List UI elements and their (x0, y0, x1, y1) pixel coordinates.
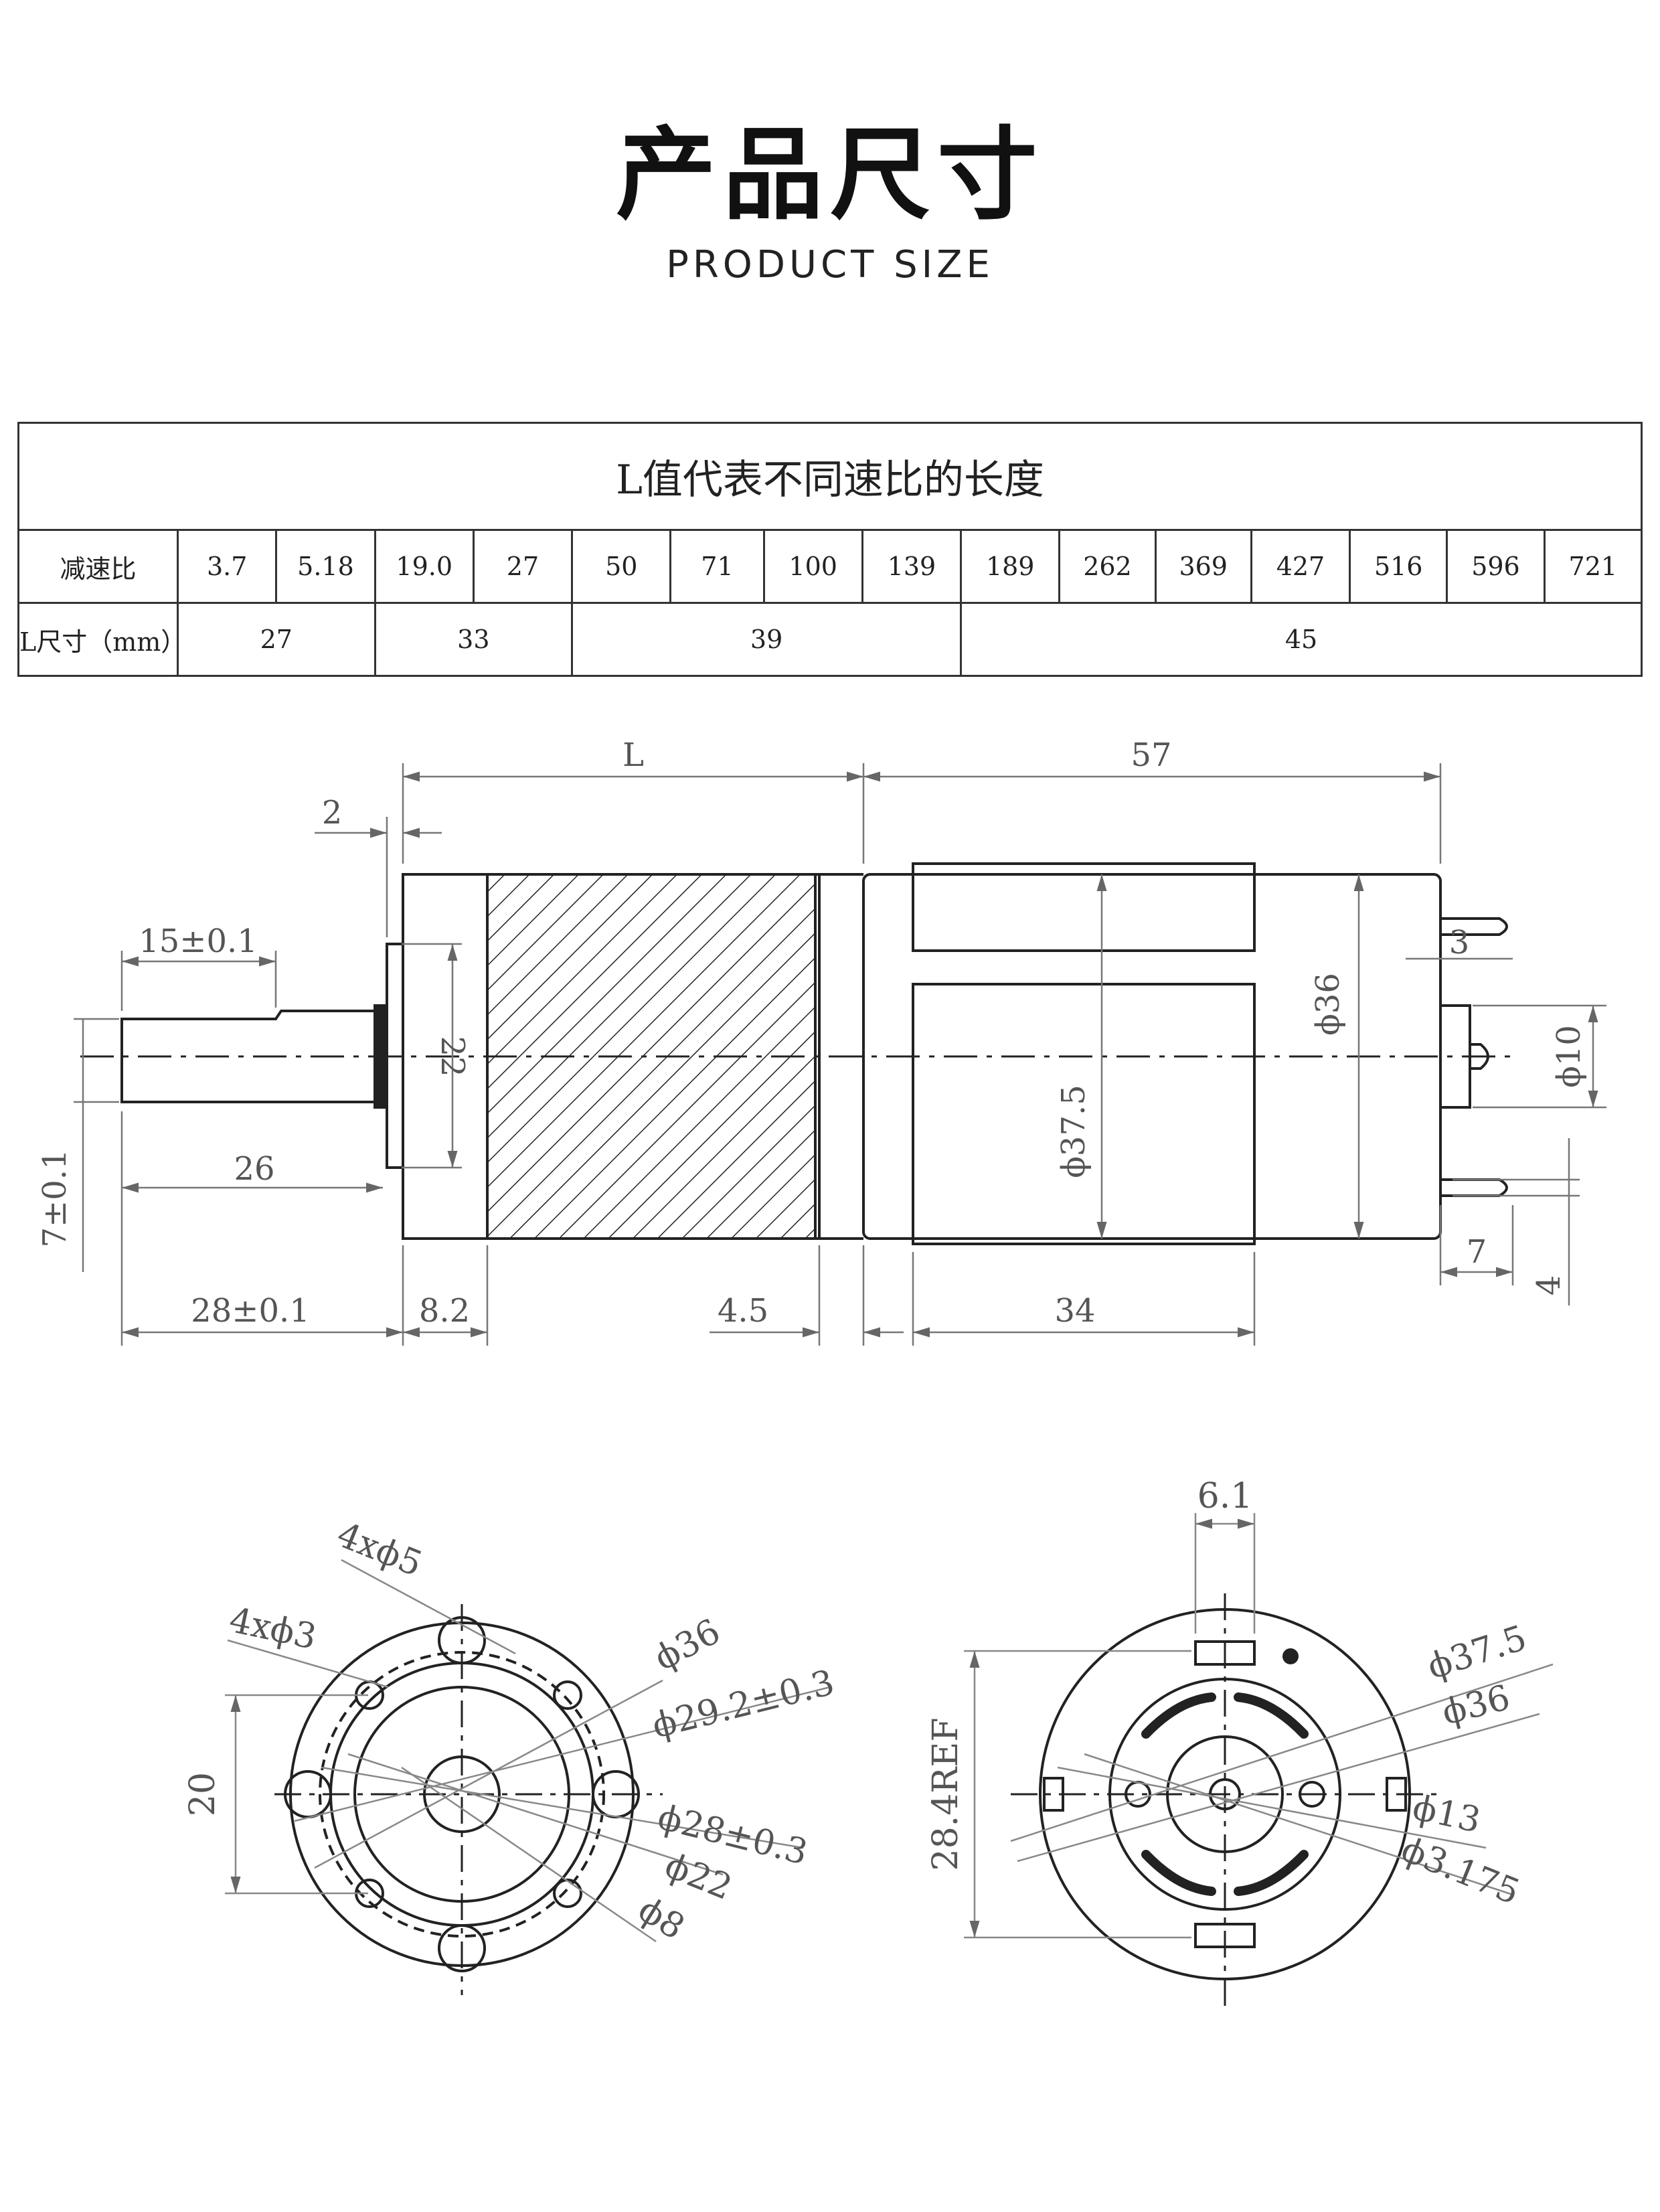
mount-hole (438, 1924, 486, 1972)
mount-hole (438, 1616, 486, 1664)
length-cell: 45 (960, 602, 1643, 677)
rear-dimensions (964, 1513, 1554, 1939)
ratio-cell: 189 (960, 529, 1061, 604)
dim-34: 34 (1054, 1292, 1095, 1330)
ratio-label: 减速比 (17, 529, 179, 604)
polarity-dot (1282, 1648, 1299, 1664)
dim-22: 22 (434, 1036, 471, 1077)
label-4x5: 4xϕ5 (331, 1514, 428, 1585)
dim-36: ϕ36 (1309, 973, 1347, 1036)
ratio-cell: 19.0 (374, 529, 475, 604)
dim-2: 2 (322, 794, 343, 832)
front-dimensions (225, 1559, 831, 1943)
ratio-cell: 427 (1250, 529, 1351, 604)
length-label: L尺寸（mm） (17, 602, 186, 677)
dim-26: 26 (234, 1150, 274, 1188)
dim-8-2: 8.2 (419, 1292, 470, 1330)
dim-57: 57 (1131, 736, 1171, 774)
terminal-tab-bottom (1194, 1923, 1256, 1948)
side-labels: L 57 2 15±0.1 22 26 7±0.1 28±0.1 8.2 4.5… (36, 736, 1588, 1330)
motor-shaft (1209, 1778, 1241, 1810)
motor-magnet-bottom (912, 983, 1256, 1245)
label-d22: ϕ22 (659, 1845, 738, 1908)
gearbox-outer-ring (289, 1622, 635, 1967)
front-labels: 4xϕ5 4xϕ3 ϕ36 ϕ29.2±0.3 ϕ28±0.3 ϕ22 ϕ8 2… (183, 1514, 838, 1948)
bearing-boss (1166, 1735, 1284, 1853)
dim-L: L (622, 736, 644, 774)
ratio-cell: 262 (1058, 529, 1157, 604)
dim-28: 28±0.1 (191, 1292, 310, 1330)
shaft-bearing-ring (353, 1686, 570, 1903)
label-28-4ref: 28.4REF (926, 1718, 966, 1871)
dim-10: ϕ10 (1550, 1025, 1588, 1088)
shaft-washer (374, 1004, 388, 1109)
ratio-cell: 516 (1349, 529, 1448, 604)
label-d29: ϕ29.2±0.3 (649, 1662, 839, 1746)
dim-4-5: 4.5 (718, 1292, 768, 1330)
ratio-cell: 596 (1446, 529, 1546, 604)
terminal-tab-top (1194, 1640, 1256, 1666)
small-hole (553, 1879, 582, 1908)
output-shaft-end (423, 1755, 501, 1833)
small-hole (553, 1680, 582, 1710)
ratio-cell: 71 (669, 529, 765, 604)
length-cell: 27 (177, 602, 376, 677)
label-d36: ϕ36 (648, 1611, 727, 1679)
label-d3-175: ϕ3.175 (1396, 1829, 1525, 1913)
dim-7: 7±0.1 (36, 1149, 74, 1247)
gearbox-hatch (486, 873, 817, 1240)
side-view (80, 862, 1513, 1245)
side-notch (1043, 1777, 1064, 1812)
rear-labels: 6.1 28.4REF ϕ37.5 ϕ36 ϕ13 ϕ3.175 (926, 1476, 1531, 1913)
dim-7b: 7 (1467, 1233, 1487, 1271)
label-d8: ϕ8 (631, 1889, 691, 1948)
ratio-cell: 50 (571, 529, 672, 604)
label-20: 20 (183, 1772, 223, 1816)
ratio-cell: 5.18 (275, 529, 376, 604)
motor-inner-ring (1108, 1678, 1341, 1911)
front-view (274, 1604, 663, 1995)
dim-3: 3 (1449, 924, 1470, 961)
dim-37-5: ϕ37.5 (1055, 1085, 1092, 1178)
terminal-top (1440, 917, 1508, 936)
title-block: 产品尺寸 PRODUCT SIZE (0, 121, 1660, 287)
vent-hole (1299, 1781, 1325, 1808)
page-subtitle: PRODUCT SIZE (666, 243, 994, 287)
ratio-cell: 139 (861, 529, 963, 604)
label-6-1: 6.1 (1197, 1476, 1253, 1516)
dim-4: 4 (1530, 1275, 1568, 1296)
side-dimensions (74, 763, 1606, 1346)
hole-pitch-circle (319, 1651, 605, 1938)
page-title: 产品尺寸 (615, 117, 1044, 234)
ratio-cell: 369 (1154, 529, 1252, 604)
motor-end-cap (1039, 1608, 1411, 1980)
length-cell: 39 (571, 602, 963, 677)
dim-15: 15±0.1 (139, 923, 258, 960)
length-cell: 33 (374, 602, 574, 677)
table-caption: L值代表不同速比的长度 (17, 422, 1643, 531)
ratio-cell: 100 (762, 529, 863, 604)
motor-magnet-top (912, 862, 1256, 952)
rear-view (1011, 1593, 1439, 2008)
ratio-cell: 721 (1543, 529, 1643, 604)
ratio-cell: 3.7 (177, 529, 278, 604)
side-notch (1386, 1777, 1407, 1812)
label-4x3: 4xϕ3 (226, 1600, 320, 1658)
terminal-bottom (1440, 1178, 1508, 1197)
ratio-cell: 27 (472, 529, 574, 604)
